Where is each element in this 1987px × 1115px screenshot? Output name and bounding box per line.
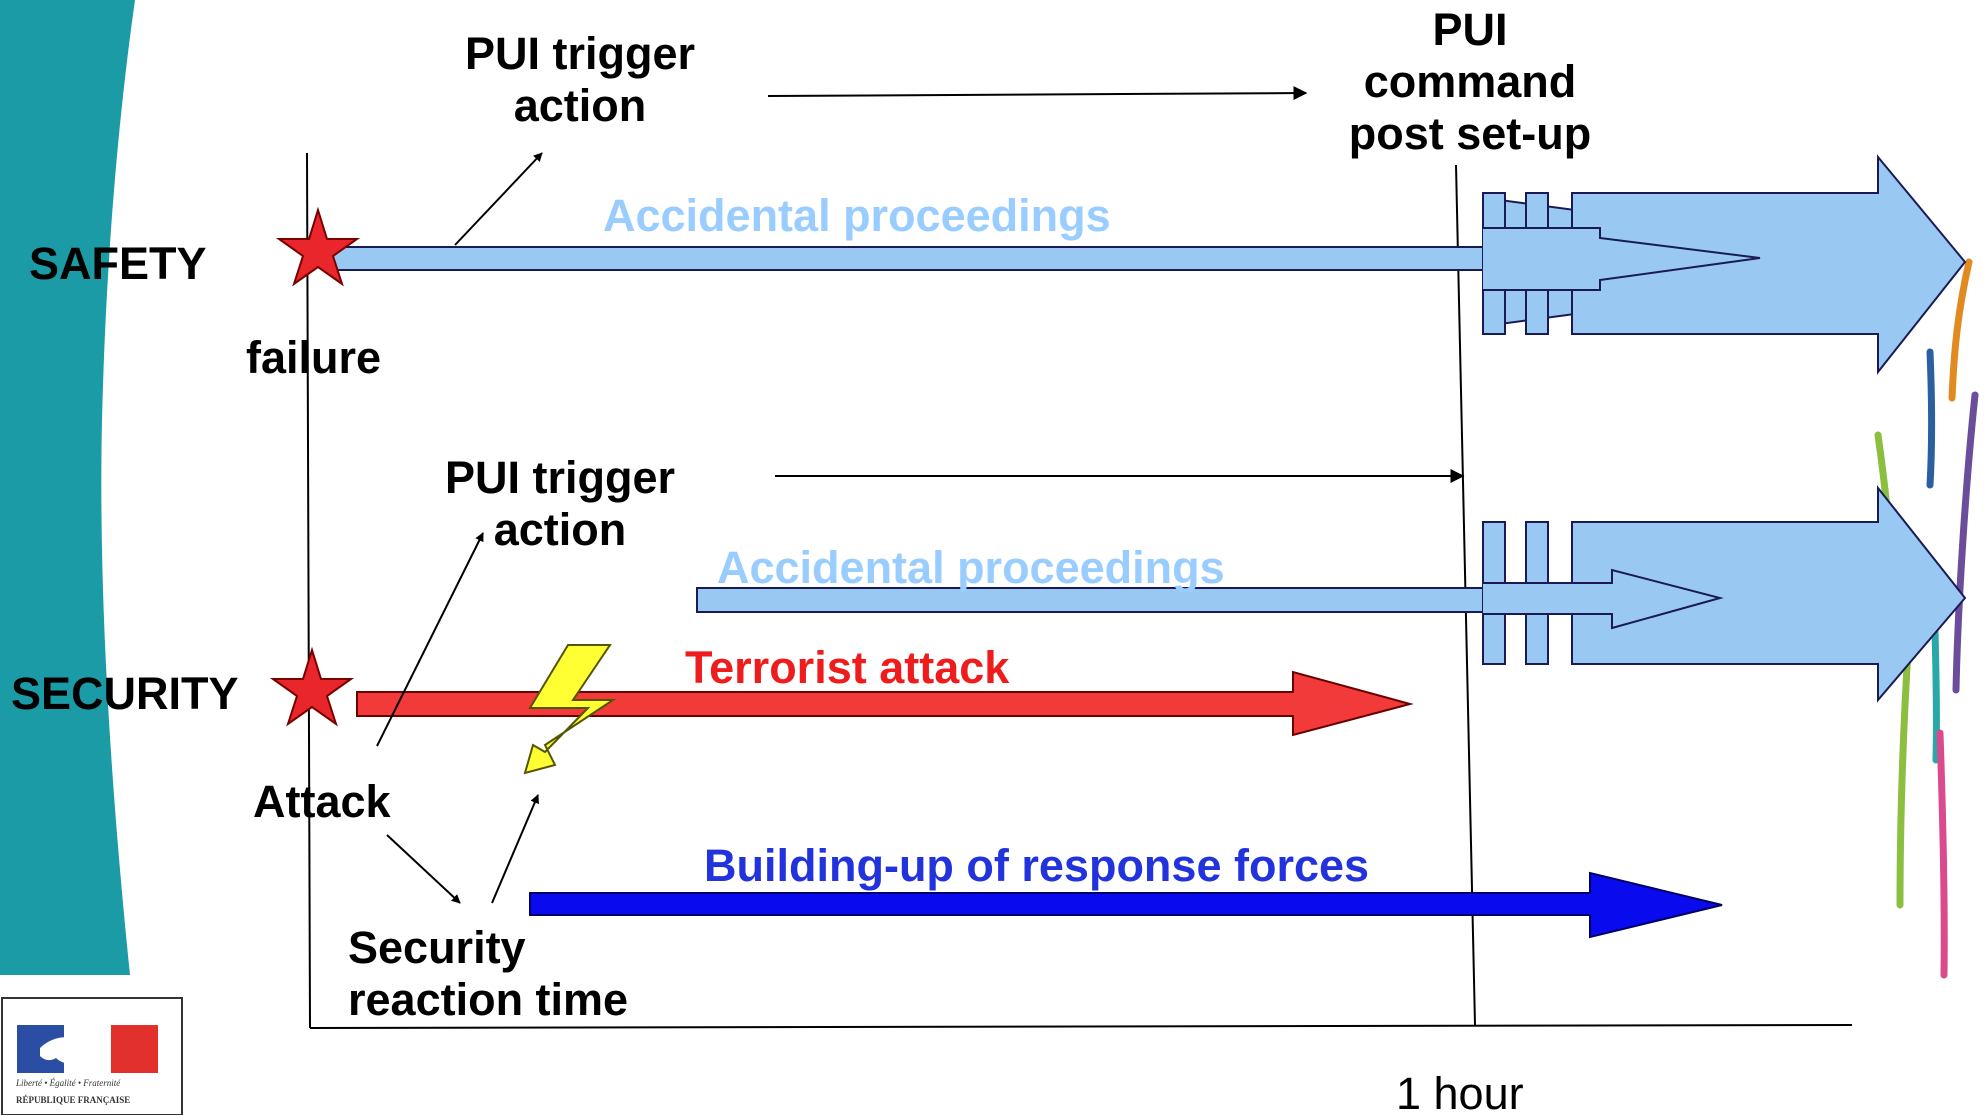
safety-command-arrow — [1571, 154, 1967, 375]
lightning-icon — [523, 644, 617, 775]
reaction-time-line2: reaction time — [348, 974, 629, 1025]
response-forces-label: Building-up of response forces — [704, 840, 1370, 891]
security-inner-arrow — [1483, 568, 1724, 630]
command-post-line1: PUI — [1432, 4, 1508, 55]
marianne-profile-icon — [40, 1037, 88, 1065]
reaction-time-line1: Security — [348, 922, 526, 973]
attack-star-icon — [269, 646, 355, 727]
safety-trigger-connector — [454, 152, 543, 246]
security-command-arrow — [1571, 485, 1967, 703]
reaction-time-label: Security reaction time — [348, 922, 628, 1026]
logo-country: RÉPUBLIQUE FRANÇAISE — [16, 1095, 131, 1105]
teal-band — [0, 0, 135, 975]
command-post-label: PUI command post set-up — [1305, 4, 1635, 160]
terrorist-attack-label: Terrorist attack — [685, 642, 1010, 693]
security-proceedings-label: Accidental proceedings — [717, 542, 1225, 593]
terrorist-attack-arrow — [356, 670, 1414, 737]
security-trigger-label: PUI trigger action — [400, 452, 720, 556]
security-trigger-line1: PUI trigger — [444, 452, 676, 503]
failure-label: failure — [246, 332, 382, 383]
security-trigger-line2: action — [493, 504, 627, 555]
attack-to-reaction-connector — [386, 834, 461, 904]
safety-timeline-arrow — [767, 86, 1308, 101]
command-post-line3: post set-up — [1348, 108, 1592, 159]
flag-red — [111, 1025, 158, 1073]
reaction-to-bolt-connector — [491, 794, 539, 904]
safety-trigger-label: PUI trigger action — [420, 28, 740, 132]
safety-label: SAFETY — [29, 238, 207, 289]
security-trigger-connector — [376, 532, 484, 747]
failure-star-icon — [275, 206, 361, 287]
security-label: SECURITY — [11, 668, 239, 719]
time-axis-vertical — [306, 152, 311, 1029]
attack-label: Attack — [253, 776, 391, 827]
time-axis-horizontal — [309, 1024, 1853, 1029]
safety-proceedings-label: Accidental proceedings — [603, 190, 1111, 241]
command-post-line2: command — [1363, 56, 1577, 107]
safety-inner-arrow — [1483, 227, 1761, 291]
safety-trigger-line1: PUI trigger — [464, 28, 696, 79]
response-forces-arrow — [529, 871, 1723, 939]
safety-trigger-line2: action — [513, 80, 647, 131]
logo-motto: Liberté • Égalité • Fraternité — [16, 1078, 121, 1088]
one-hour-label: 1 hour — [1396, 1068, 1524, 1115]
